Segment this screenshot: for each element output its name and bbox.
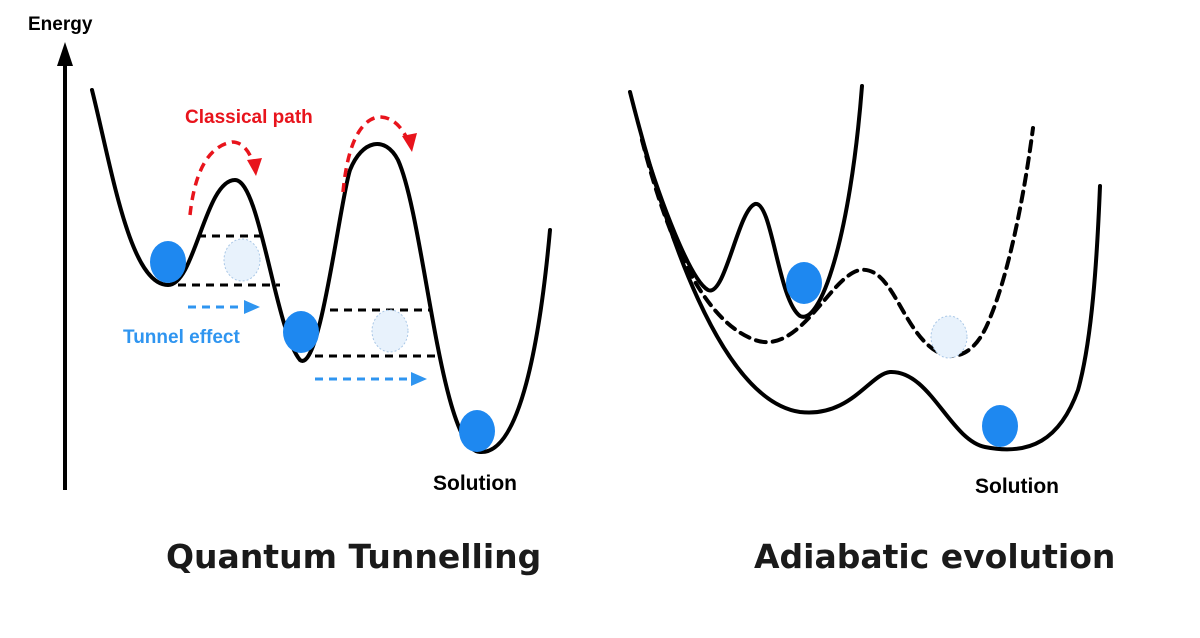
adiabatic-ball-initial (786, 262, 822, 304)
intermediate-energy-curve (640, 126, 1035, 358)
left-solution-label: Solution (433, 472, 517, 495)
adiabatic-evolution-title: Adiabatic evolution (754, 537, 1115, 576)
classical-arrow-2-head-icon (402, 133, 417, 152)
energy-axis-label: Energy (28, 14, 93, 35)
energy-levels (178, 234, 436, 358)
quantum-tunnelling-title: Quantum Tunnelling (166, 537, 541, 576)
adiabatic-ball-solution (982, 405, 1018, 447)
classical-arrow-2 (341, 115, 412, 193)
ghost-ball-2 (371, 309, 409, 353)
tunnel-arrow-2-head-icon (411, 372, 427, 386)
adiabatic-ghost-ball (930, 315, 968, 359)
classical-arrow-1 (188, 140, 257, 216)
particle-ball-solution (459, 410, 495, 452)
particle-ball-1 (150, 241, 186, 283)
classical-arrow-1-head-icon (247, 158, 262, 176)
tunnelling-energy-curve (90, 88, 552, 455)
right-solution-label: Solution (975, 475, 1059, 498)
right-panel: Solution Adiabatic evolution (628, 84, 1115, 576)
tunnel-effect-label: Tunnel effect (123, 327, 240, 348)
final-energy-curve (628, 90, 1102, 452)
energy-axis-arrowhead-icon (57, 42, 73, 66)
classical-path-label: Classical path (185, 107, 313, 128)
left-panel: Energy Classical path Tunnel effect (28, 14, 552, 576)
tunnel-arrow-1-head-icon (244, 300, 260, 314)
initial-energy-curve (640, 84, 864, 319)
ghost-ball-1 (223, 238, 261, 282)
tunnel-effect-arrows (188, 300, 427, 386)
particle-ball-2 (283, 311, 319, 353)
classical-path-arrows (188, 115, 417, 216)
